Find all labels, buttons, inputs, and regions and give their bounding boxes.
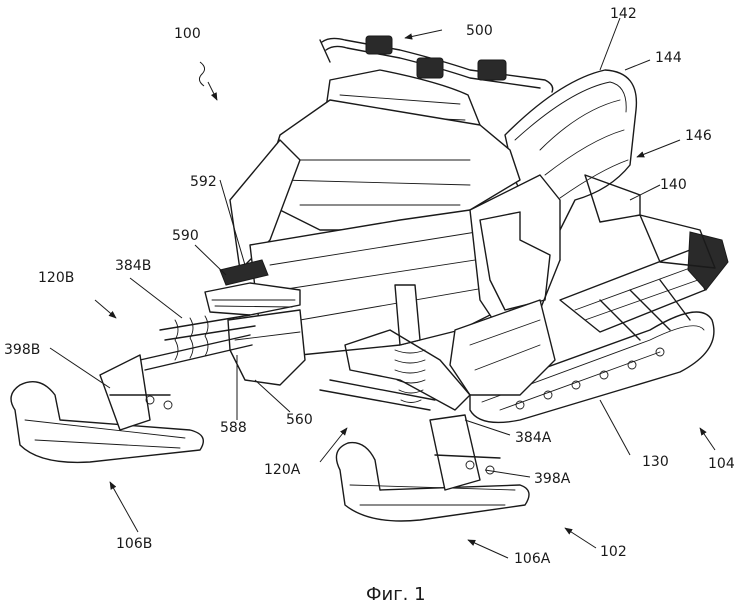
ref-106A: 106A <box>514 551 551 567</box>
ref-102: 102 <box>600 544 627 560</box>
ref-590: 590 <box>172 228 199 244</box>
ref-140: 140 <box>660 177 687 193</box>
ref-398B: 398B <box>4 342 40 358</box>
ref-106B: 106B <box>116 536 152 552</box>
ref-384A: 384A <box>515 430 552 446</box>
handlebar <box>319 35 554 93</box>
ref-384B: 384B <box>115 258 151 274</box>
ref-120B: 120B <box>38 270 74 286</box>
ref-104: 104 <box>708 456 735 472</box>
ref-100: 100 <box>174 26 201 42</box>
ref-592: 592 <box>190 174 217 190</box>
ref-588: 588 <box>220 420 247 436</box>
ref-120A: 120A <box>264 462 301 478</box>
reference-numerals: 100 142 500 144 146 592 140 590 384B 120… <box>4 6 735 567</box>
ref-130: 130 <box>642 454 669 470</box>
ski-right <box>335 414 530 522</box>
figure-caption: Фиг. 1 <box>366 584 426 605</box>
ref-398A: 398A <box>534 471 571 487</box>
body-panels <box>204 69 561 396</box>
front-suspension <box>139 284 471 411</box>
ski-left <box>10 354 204 464</box>
ref-560: 560 <box>286 412 313 428</box>
ref-144: 144 <box>655 50 682 66</box>
ref-146: 146 <box>685 128 712 144</box>
ref-500: 500 <box>466 23 493 39</box>
ref-142: 142 <box>610 6 637 22</box>
leader-lines <box>49 17 716 559</box>
track-assembly <box>469 214 729 424</box>
